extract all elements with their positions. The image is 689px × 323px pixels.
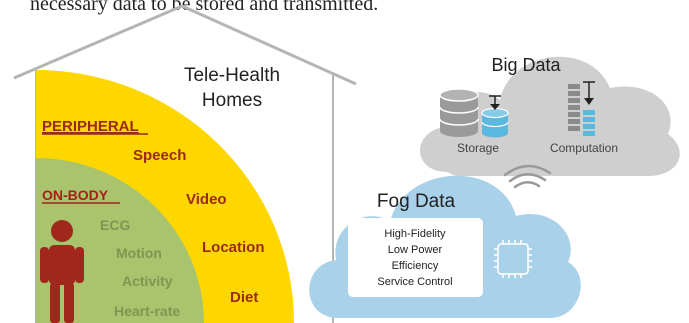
fog-data-line-3: Efficiency: [392, 260, 439, 272]
storage-label: Storage: [457, 141, 499, 155]
house-title-line1: Tele-Health: [184, 65, 280, 86]
on-body-item-activity: Activity: [122, 273, 173, 289]
fog-data-line-1: High-Fidelity: [384, 228, 446, 240]
fog-data-line-2: Low Power: [388, 244, 443, 256]
peripheral-item-diet: Diet: [230, 289, 258, 306]
person-icon: [40, 220, 84, 323]
on-body-item-heart-rate: Heart-rate: [114, 303, 180, 319]
on-body-title: ON-BODY: [42, 187, 109, 203]
big-data-title: Big Data: [491, 55, 561, 75]
chip-icon: [494, 240, 532, 278]
computation-label: Computation: [550, 141, 618, 155]
fog-data-title: Fog Data: [377, 191, 456, 212]
wireless-signal-icon: [503, 164, 552, 189]
fog-data-line-4: Service Control: [377, 276, 452, 288]
on-body-item-motion: Motion: [116, 245, 162, 261]
fog-data-info-box: [348, 218, 483, 297]
peripheral-item-speech: Speech: [133, 147, 186, 164]
storage-icon: [439, 88, 509, 138]
peripheral-title: PERIPHERAL: [42, 118, 139, 135]
house-title-line2: Homes: [202, 90, 262, 111]
on-body-item-ecg: ECG: [100, 217, 130, 233]
peripheral-item-video: Video: [186, 191, 227, 208]
big-data-cloud: [420, 56, 680, 176]
peripheral-item-location: Location: [202, 239, 265, 256]
top-caption-text: necessary data to be stored and transmit…: [30, 0, 378, 15]
computation-icon: [568, 81, 595, 136]
